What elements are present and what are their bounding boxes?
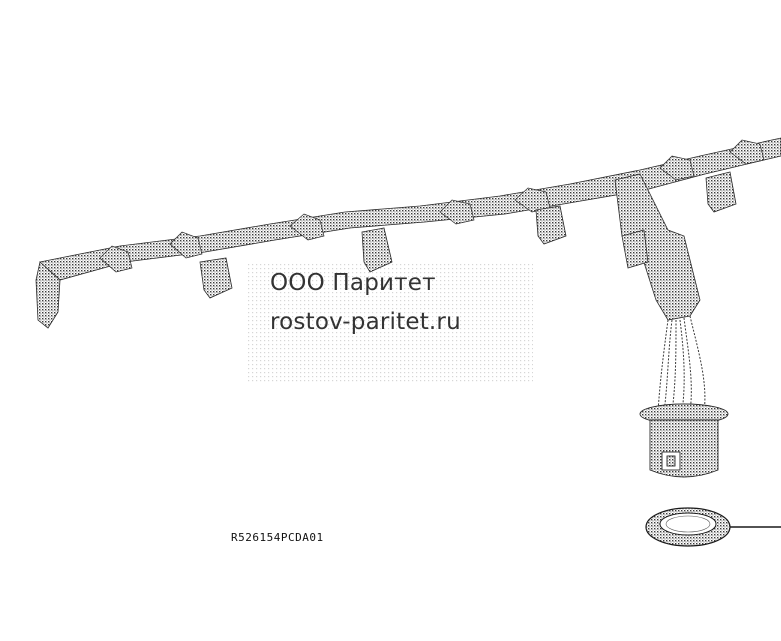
harness-trunk [35,137,781,329]
bundle-wires [657,315,706,413]
watermark-website: rostov-paritet.ru [270,309,461,335]
harness-clips [99,139,765,273]
watermark-backdrop [248,262,533,382]
injector-connectors [199,171,737,299]
harness-drop-branch [614,173,701,321]
watermark-company: ООО Паритет [270,270,436,296]
round-connector [639,403,729,478]
seal-ring [645,507,731,547]
part-code-label: R526154PCDA01 [231,531,324,544]
